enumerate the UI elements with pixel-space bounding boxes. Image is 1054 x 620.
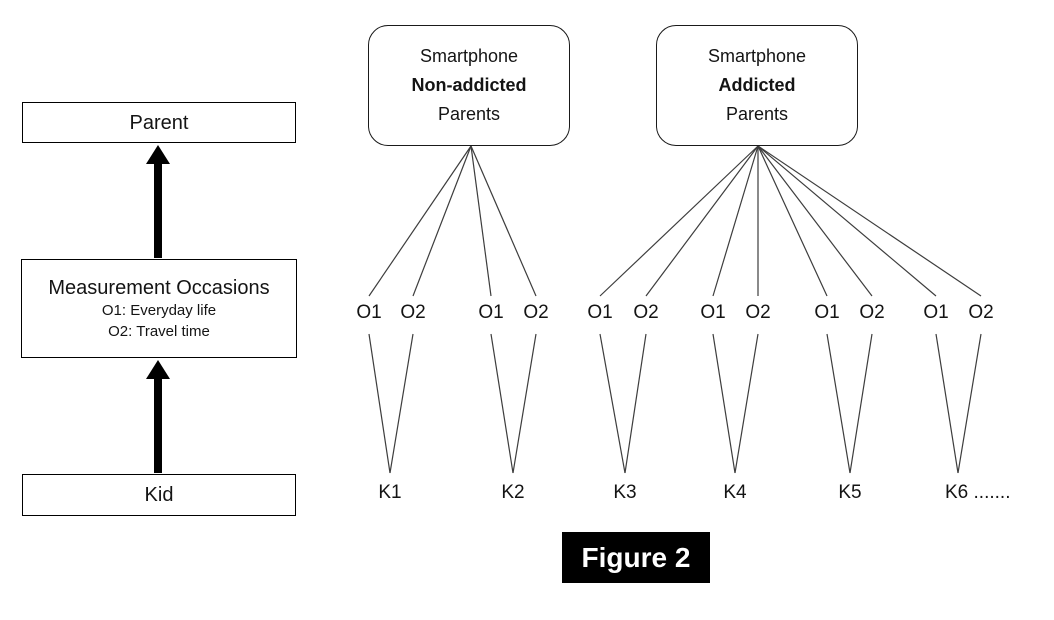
occasion-kid-connector	[389, 333, 414, 474]
parent-level-box: Parent	[22, 102, 296, 143]
occasion-kid-connector	[957, 333, 982, 474]
occasion-label: O1	[478, 302, 504, 323]
parent-occasion-connector	[412, 145, 472, 297]
occasion-kid-connector	[490, 333, 514, 474]
occasion-label: O2	[968, 302, 994, 323]
kid-label: K5	[838, 482, 862, 503]
kid-label: K2	[501, 482, 525, 503]
group-title-line-bold: Non-addicted	[411, 75, 527, 95]
parent-occasion-connector	[645, 145, 759, 297]
occasion-kid-connector	[712, 333, 736, 474]
occasion-kid-connector	[368, 333, 391, 474]
occasion-2-definition: O2: Travel time	[108, 322, 210, 340]
measurement-occasions-box: Measurement Occasions O1: Everyday life …	[21, 259, 297, 358]
kid-label: K4	[723, 482, 747, 503]
kid-label: K1	[378, 482, 402, 503]
occasion-kid-connector	[624, 333, 647, 474]
up-arrow-head	[146, 145, 170, 164]
parent-occasion-connector	[470, 145, 492, 297]
occasion-label: O1	[814, 302, 840, 323]
occasion-kid-connector	[734, 333, 759, 474]
figure-caption: Figure 2	[562, 532, 710, 583]
occasion-label: O1	[356, 302, 382, 323]
parent-occasion-connector	[470, 145, 537, 297]
occasion-label: O1	[700, 302, 726, 323]
occasion-label: O1	[587, 302, 613, 323]
up-arrow-head	[146, 360, 170, 379]
non-addicted-parents-box: Smartphone Non-addicted Parents	[368, 25, 570, 146]
kid-label: K6 .......	[945, 482, 1011, 503]
parent-occasion-connector	[757, 145, 982, 297]
occasion-label: O1	[923, 302, 949, 323]
occasion-kid-connector	[935, 333, 959, 474]
addicted-parents-box: Smartphone Addicted Parents	[656, 25, 858, 146]
occasion-kid-connector	[849, 333, 873, 474]
kid-level-box: Kid	[22, 474, 296, 516]
parent-occasion-connector	[757, 145, 828, 297]
occasion-label: O2	[523, 302, 549, 323]
parent-occasion-connector	[368, 145, 472, 297]
group-title-line-bold: Addicted	[718, 75, 796, 95]
measurement-occasions-title: Measurement Occasions	[48, 276, 270, 299]
group-title-line: Parents	[437, 104, 501, 124]
occasion-kid-connector	[826, 333, 851, 474]
parent-occasion-connector	[757, 145, 937, 297]
kid-label: K3	[613, 482, 637, 503]
occasion-kid-connector	[512, 333, 537, 474]
occasion-1-definition: O1: Everyday life	[101, 301, 217, 319]
parent-level-label: Parent	[129, 111, 189, 134]
group-title-line: Smartphone	[707, 46, 807, 66]
occasion-label: O2	[745, 302, 771, 323]
occasion-label: O2	[400, 302, 426, 323]
parent-occasion-connector	[712, 145, 759, 297]
parent-occasion-connector	[599, 145, 759, 297]
occasion-kid-connector	[599, 333, 626, 474]
group-title-line: Smartphone	[419, 46, 519, 66]
kid-level-label: Kid	[144, 484, 174, 506]
group-title-line: Parents	[725, 104, 789, 124]
parent-occasion-connector	[757, 145, 873, 297]
occasion-label: O2	[633, 302, 659, 323]
occasion-label: O2	[859, 302, 885, 323]
